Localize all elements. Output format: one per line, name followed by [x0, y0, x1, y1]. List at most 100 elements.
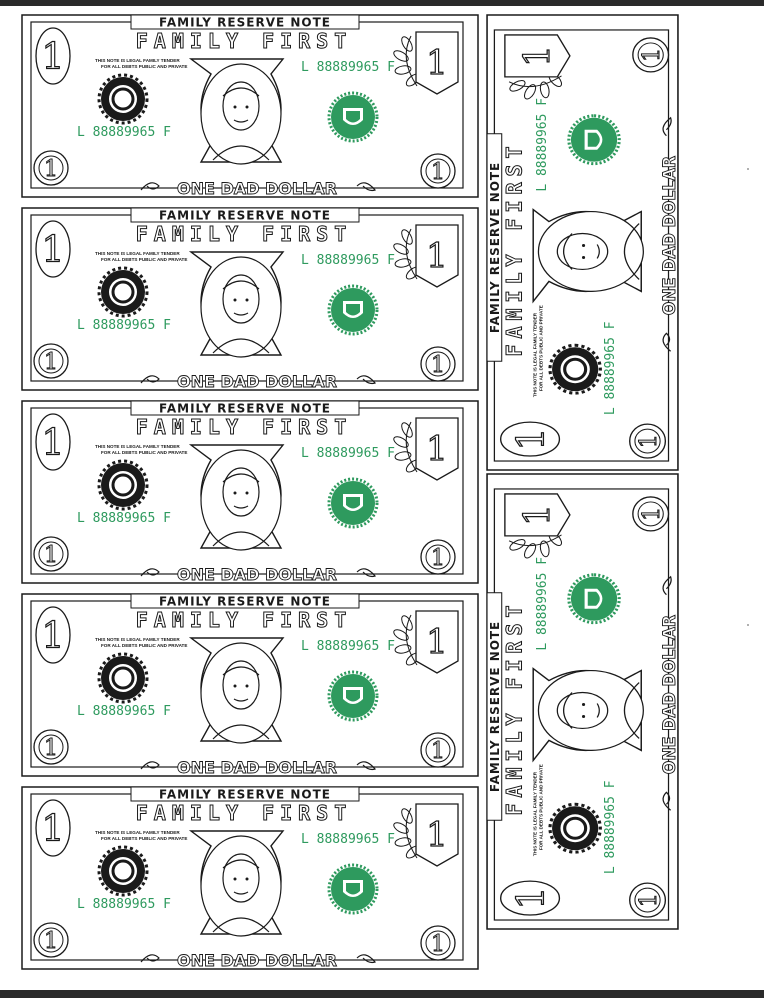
serial-left: L 88889965 F — [77, 318, 171, 333]
left-flourish — [662, 332, 672, 352]
page-border-bottom — [0, 990, 764, 998]
top-left-numeral-oval — [500, 421, 561, 457]
top-left-numeral-oval — [35, 606, 71, 664]
top-left-numeral-oval — [500, 880, 561, 916]
right-flourish — [356, 954, 377, 964]
bill-title: FAMILY FIRST — [502, 140, 527, 356]
denomination-text: ONE DAD DOLLAR — [177, 565, 337, 584]
top-right-numeral-shield — [415, 224, 459, 288]
legal-line-1: THIS NOTE IS LEGAL FAMILY TENDER — [95, 830, 180, 835]
serial-right: L 88889965 F — [301, 832, 395, 847]
bottom-right-numeral: 1 — [431, 353, 445, 378]
serial-left: L 88889965 F — [603, 780, 618, 874]
bottom-right-numeral: 1 — [639, 48, 666, 62]
dad-dollar-bill-4: FAMILY RESERVE NOTE FAMILY FIRST THIS NO… — [21, 593, 479, 777]
serial-right: L 88889965 F — [535, 557, 550, 651]
bill-title: FAMILY FIRST — [502, 599, 527, 815]
dad-dollar-bill-vertical-1: FAMILY RESERVE NOTE FAMILY FIRST THIS NO… — [486, 14, 679, 471]
denomination-text: ONE DAD DOLLAR — [659, 155, 678, 315]
portrait — [532, 208, 644, 304]
bill-svg: FAMILY RESERVE NOTE FAMILY FIRST THIS NO… — [486, 14, 679, 471]
top-right-numeral-shield — [415, 31, 459, 95]
top-left-numeral-oval — [35, 27, 71, 85]
legal-line-1: THIS NOTE IS LEGAL FAMILY TENDER — [532, 312, 537, 397]
bottom-left-numeral: 1 — [44, 543, 58, 568]
bottom-right-numeral: 1 — [431, 160, 445, 185]
top-right-numeral: 1 — [426, 43, 448, 83]
top-left-numeral-oval — [35, 220, 71, 278]
left-flourish — [140, 761, 160, 770]
left-flourish — [662, 791, 672, 811]
bill-banner: FAMILY RESERVE NOTE — [159, 595, 331, 609]
laurel-ornament — [508, 72, 563, 100]
legal-line-2: FOR ALL DEBTS PUBLIC AND PRIVATE — [539, 305, 544, 391]
top-left-numeral-oval — [35, 413, 71, 471]
legal-line-2: FOR ALL DEBTS PUBLIC AND PRIVATE — [539, 764, 544, 850]
left-flourish — [140, 375, 160, 384]
bottom-right-numeral: 1 — [431, 546, 445, 571]
speck — [747, 624, 749, 626]
top-right-numeral: 1 — [426, 622, 448, 662]
right-flourish — [356, 182, 377, 192]
top-right-numeral-shield — [415, 803, 459, 867]
portrait — [188, 444, 285, 551]
serial-right: L 88889965 F — [301, 253, 395, 268]
laurel-ornament — [393, 35, 421, 87]
portrait — [188, 251, 285, 358]
legal-line-2: FOR ALL DEBTS PUBLIC AND PRIVATE — [101, 450, 187, 455]
bill-title: FAMILY FIRST — [136, 415, 353, 439]
serial-right: L 88889965 F — [301, 639, 395, 654]
bill-title: FAMILY FIRST — [136, 801, 353, 825]
right-flourish — [662, 116, 672, 137]
bottom-left-numeral: 1 — [44, 157, 58, 182]
bill-banner: FAMILY RESERVE NOTE — [159, 209, 331, 223]
top-right-numeral-shield — [504, 493, 571, 537]
serial-left: L 88889965 F — [77, 125, 171, 140]
legal-line-2: FOR ALL DEBTS PUBLIC AND PRIVATE — [101, 257, 187, 262]
top-left-numeral: 1 — [42, 809, 65, 850]
laurel-ornament — [393, 614, 421, 666]
black-seal — [97, 845, 149, 897]
bottom-right-numeral: 1 — [639, 507, 666, 521]
black-seal — [97, 652, 149, 704]
top-left-numeral: 1 — [42, 423, 65, 464]
top-right-numeral: 1 — [426, 815, 448, 855]
bill-svg: FAMILY RESERVE NOTE FAMILY FIRST THIS NO… — [21, 593, 479, 777]
black-seal — [548, 343, 602, 395]
black-seal — [97, 459, 149, 511]
legal-line-2: FOR ALL DEBTS PUBLIC AND PRIVATE — [101, 64, 187, 69]
top-left-numeral: 1 — [42, 230, 65, 271]
right-flourish — [662, 575, 672, 596]
denomination-text: ONE DAD DOLLAR — [177, 758, 337, 777]
dad-dollar-bill-2: FAMILY RESERVE NOTE FAMILY FIRST THIS NO… — [21, 207, 479, 391]
bill-svg: FAMILY RESERVE NOTE FAMILY FIRST THIS NO… — [21, 400, 479, 584]
bill-banner: FAMILY RESERVE NOTE — [488, 162, 502, 333]
serial-left: L 88889965 F — [77, 897, 171, 912]
green-seal — [327, 477, 379, 529]
bottom-left-numeral: 1 — [44, 736, 58, 761]
bill-svg: FAMILY RESERVE NOTE FAMILY FIRST THIS NO… — [21, 207, 479, 391]
bill-svg: FAMILY RESERVE NOTE FAMILY FIRST THIS NO… — [21, 786, 479, 970]
dad-dollar-bill-5: FAMILY RESERVE NOTE FAMILY FIRST THIS NO… — [21, 786, 479, 970]
legal-line-1: THIS NOTE IS LEGAL FAMILY TENDER — [95, 251, 180, 256]
left-flourish — [140, 954, 160, 963]
bottom-left-numeral: 1 — [635, 893, 662, 907]
speck — [747, 168, 749, 170]
top-right-numeral: 1 — [426, 429, 448, 469]
green-seal — [327, 284, 379, 336]
right-flourish — [356, 568, 377, 578]
bill-banner: FAMILY RESERVE NOTE — [488, 621, 502, 792]
top-left-numeral: 1 — [42, 616, 65, 657]
top-left-numeral: 1 — [42, 37, 65, 78]
serial-left: L 88889965 F — [77, 511, 171, 526]
left-flourish — [140, 568, 160, 577]
bottom-right-numeral: 1 — [431, 932, 445, 957]
legal-line-2: FOR ALL DEBTS PUBLIC AND PRIVATE — [101, 643, 187, 648]
dad-dollar-bill-1: FAMILY RESERVE NOTE FAMILY FIRST THIS NO… — [21, 14, 479, 198]
bill-svg: FAMILY RESERVE NOTE FAMILY FIRST THIS NO… — [21, 14, 479, 198]
serial-right: L 88889965 F — [535, 98, 550, 192]
green-seal — [567, 573, 621, 625]
portrait — [188, 637, 285, 744]
bill-svg: FAMILY RESERVE NOTE FAMILY FIRST THIS NO… — [486, 473, 679, 930]
serial-left: L 88889965 F — [603, 321, 618, 415]
